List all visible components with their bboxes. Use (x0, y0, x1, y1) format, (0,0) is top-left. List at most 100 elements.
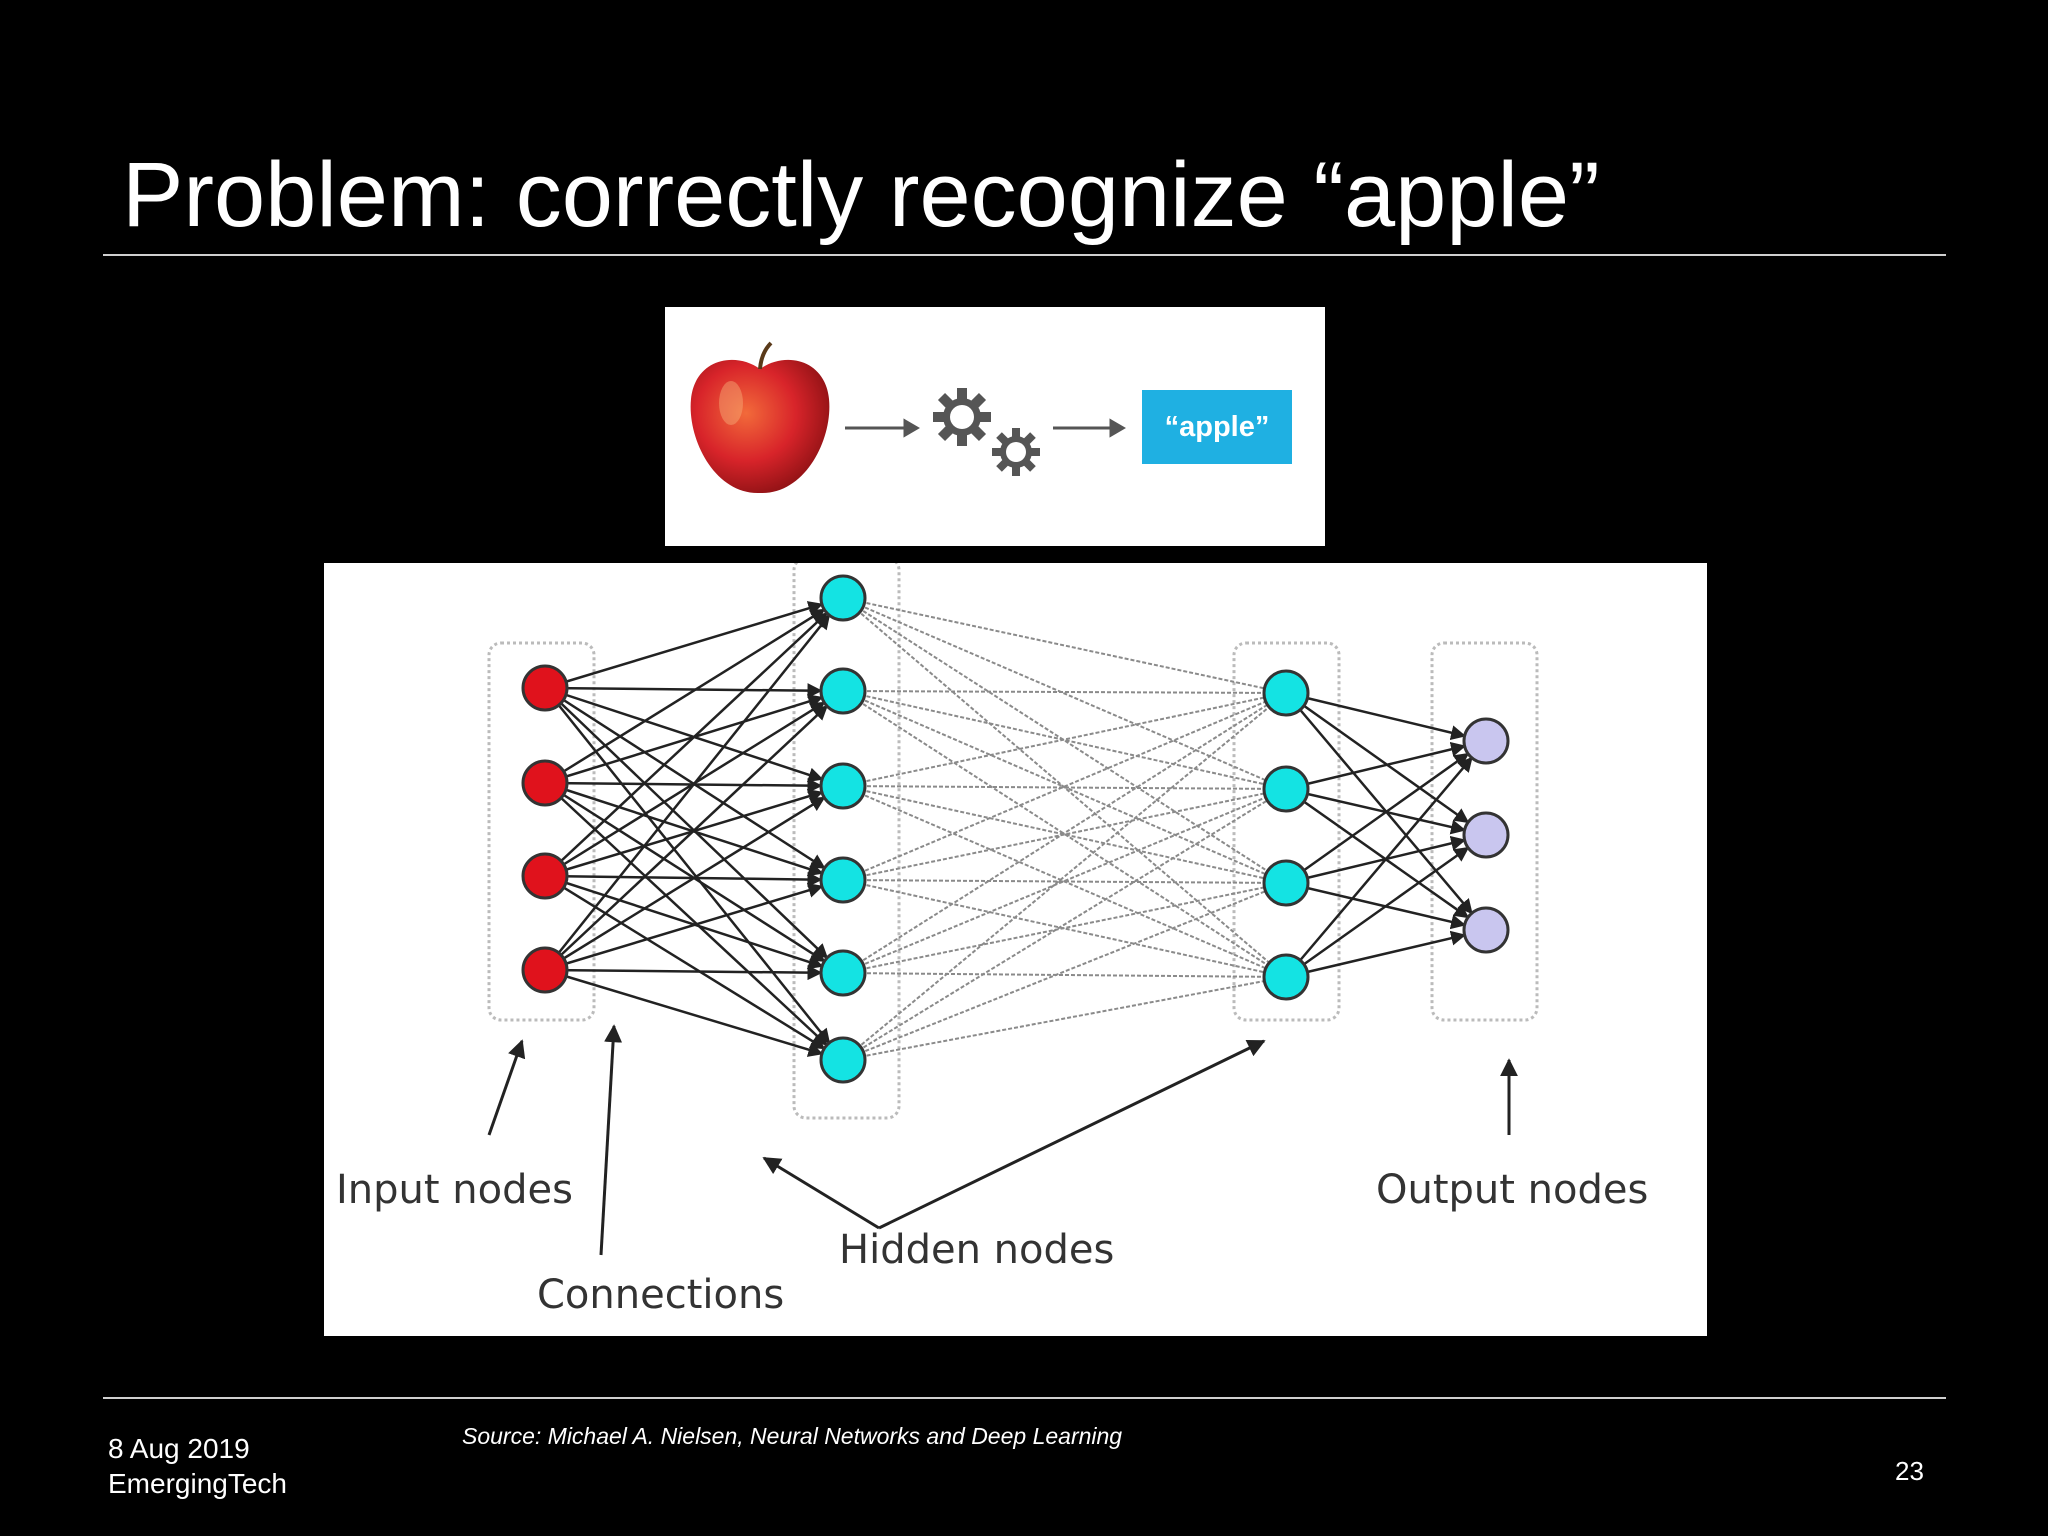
connection-edge (544, 694, 824, 785)
connection-edge (544, 686, 826, 870)
connection-edge (1285, 691, 1467, 741)
footer-divider (103, 1397, 1946, 1399)
connection-edge (842, 792, 1265, 881)
connection-edge (1285, 787, 1467, 835)
input-node (521, 664, 569, 712)
arrow-right-icon (845, 418, 920, 438)
hidden-node (819, 856, 867, 904)
connection-edge (842, 972, 1265, 978)
connection-edge (544, 874, 826, 1050)
connection-edge (842, 690, 1267, 876)
connection-edge (544, 965, 823, 981)
connection-edge (842, 785, 1265, 790)
connection-edge (544, 883, 824, 972)
connection-edge (842, 706, 1270, 1061)
hidden-node (819, 574, 867, 622)
connection-edge (544, 789, 824, 878)
connection-edge (544, 778, 823, 794)
connection-edge (544, 686, 824, 783)
connection-edge (544, 874, 824, 970)
connection-edge (544, 781, 824, 877)
connection-edge (544, 796, 826, 972)
layer-box-output (1430, 641, 1539, 1022)
connection-edge (842, 690, 1265, 786)
connection-edge (842, 597, 1269, 872)
connections-label: Connections (537, 1272, 784, 1318)
connection-edge (1285, 835, 1467, 885)
hidden-node (819, 1036, 867, 1084)
hidden-node (1262, 859, 1310, 907)
neural-network-figure: Input nodes Connections Hidden nodes Out… (324, 556, 1707, 1336)
output-node (1462, 906, 1510, 954)
connection-edge (1285, 692, 1473, 915)
connection-edge (544, 601, 824, 690)
input-nodes-label: Input nodes (336, 1167, 573, 1213)
title-divider (103, 254, 1946, 256)
connection-edge (842, 785, 1265, 880)
connection-edge (544, 782, 828, 1047)
connection-edge (1285, 846, 1470, 979)
input-node (521, 946, 569, 994)
hidden-node (819, 762, 867, 810)
label-pointer-arrow (487, 1039, 526, 1136)
connection-edge (842, 597, 1267, 782)
apple-output-label: “apple” (1142, 390, 1292, 464)
connection-edge (842, 696, 1265, 787)
source-citation: Source: Michael A. Nielsen, Neural Netwo… (462, 1423, 1123, 1449)
layer-box-hidden (792, 556, 901, 1120)
connection-edge (544, 608, 826, 785)
connection-edge (1285, 741, 1467, 791)
arrow-right-icon (1053, 418, 1126, 438)
page-number: 23 (1895, 1456, 1924, 1486)
connection-edge (544, 687, 829, 959)
input-node (521, 759, 569, 807)
connection-edge (1285, 787, 1470, 919)
gears-icon (933, 388, 1040, 476)
hidden-node (819, 667, 867, 715)
hidden-node (1262, 669, 1310, 717)
connection-edge (1285, 756, 1473, 978)
connection-edge (842, 690, 1265, 694)
output-nodes-label: Output nodes (1376, 1167, 1648, 1213)
connection-edge (842, 879, 1265, 884)
connection-edge (842, 597, 1270, 964)
connection-edge (544, 705, 829, 971)
hidden-node (1262, 765, 1310, 813)
output-node (1462, 811, 1510, 859)
connection-edge (544, 968, 824, 1057)
label-pointer-arrow (762, 1156, 880, 1230)
layer-box-hidden (1232, 641, 1341, 1022)
connection-edge (544, 613, 831, 971)
footer-date: 8 Aug 2019 (108, 1433, 250, 1464)
neural-network-diagram: Input nodes Connections Hidden nodes Out… (336, 556, 1648, 1318)
connection-edge (544, 683, 823, 699)
connection-edge (544, 781, 826, 963)
label-pointer-arrow (599, 1024, 623, 1256)
hidden-node (819, 949, 867, 997)
apple-recognition-figure: “apple” (665, 307, 1325, 546)
footer-org: EmergingTech (108, 1468, 287, 1499)
connection-edge (544, 872, 823, 888)
connection-edge (842, 785, 1267, 970)
connection-edge (842, 700, 1267, 881)
slide-title: Problem: correctly recognize “apple” (122, 144, 1600, 246)
connection-edge (842, 890, 1266, 1061)
input-node (521, 852, 569, 900)
connection-edge (1285, 691, 1470, 824)
connection-edge (1285, 881, 1467, 930)
connection-edge (842, 980, 1265, 1061)
apple-icon (690, 341, 830, 494)
connection-edge (1285, 930, 1467, 979)
label-pointer-arrow (878, 1039, 1266, 1230)
connection-edge (544, 611, 829, 877)
connection-edge (544, 701, 826, 878)
connection-edge (842, 690, 1269, 966)
connection-edge (842, 597, 1265, 690)
connection-edge (1285, 752, 1470, 885)
apple-pipeline-graphic (690, 341, 1126, 494)
hidden-node (1262, 953, 1310, 1001)
connection-edge (842, 799, 1268, 1061)
hidden-nodes-label: Hidden nodes (839, 1227, 1114, 1273)
connection-edge (842, 879, 1265, 974)
output-node (1462, 717, 1510, 765)
